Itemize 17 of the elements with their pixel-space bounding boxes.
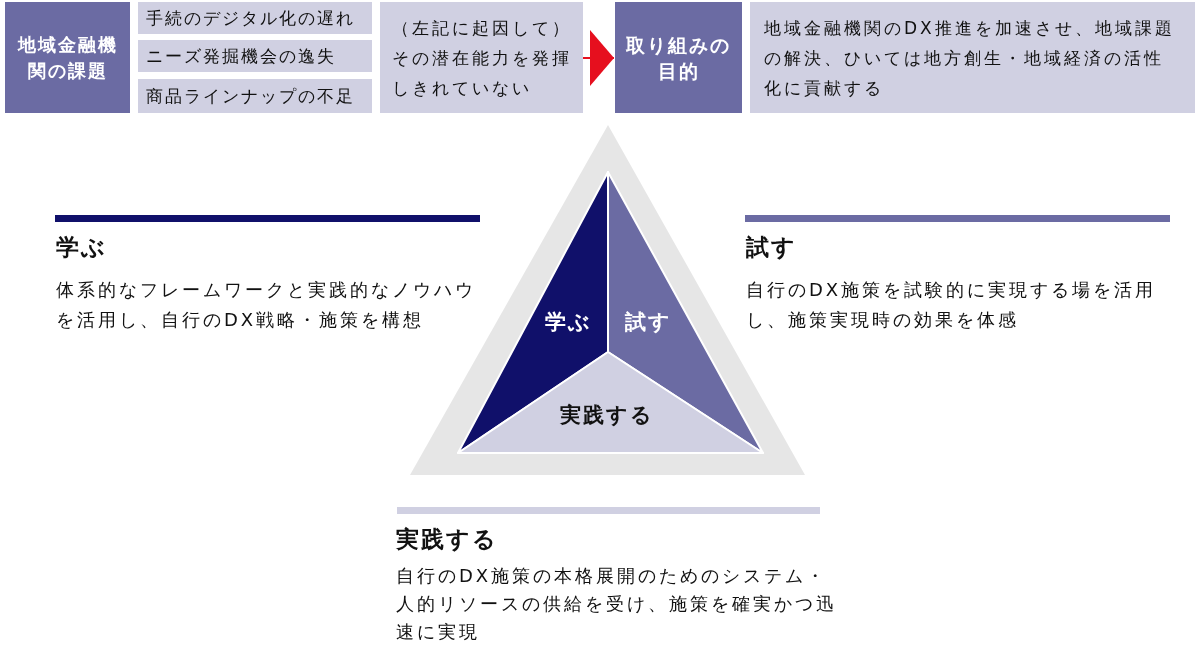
segment-label: 試す [625,309,672,335]
heading-box: 地域金融機関の課題 [5,2,130,113]
section-heading: 実践する [396,525,498,553]
issue-box: 手続のデジタル化の遅れ [138,2,372,34]
segment-label: 実践する [560,402,654,428]
issue-box: 商品ラインナップの不足 [138,79,372,113]
section-heading: 学ぶ [56,233,107,261]
heading-box: 取り組みの目的 [615,2,742,113]
section-description: 体系的なフレームワークと実践的なノウハウを活用し、自行のDX戦略・施策を構想 [56,278,477,332]
section-heading: 試す [746,233,797,261]
section-description: 自行のDX施策の本格展開のためのシステム・人的リソースの供給を受け、施策を確実かつ迅速に実現 [396,564,838,644]
text-box: （左記に起因して）その潜在能力を発揮しきれていない [380,2,583,113]
segment-label: 学ぶ [545,309,592,335]
arrow [582,30,615,86]
text-box: 地域金融機関のDX推進を加速させ、地域課題の解決、ひいては地方創生・地域経済の活性化に貢献する [750,2,1195,113]
section-description: 自行のDX施策を試験的に実現する場を活用し、施策実現時の効果を体感 [746,278,1158,332]
issue-box: ニーズ発掘機会の逸失 [138,40,372,72]
